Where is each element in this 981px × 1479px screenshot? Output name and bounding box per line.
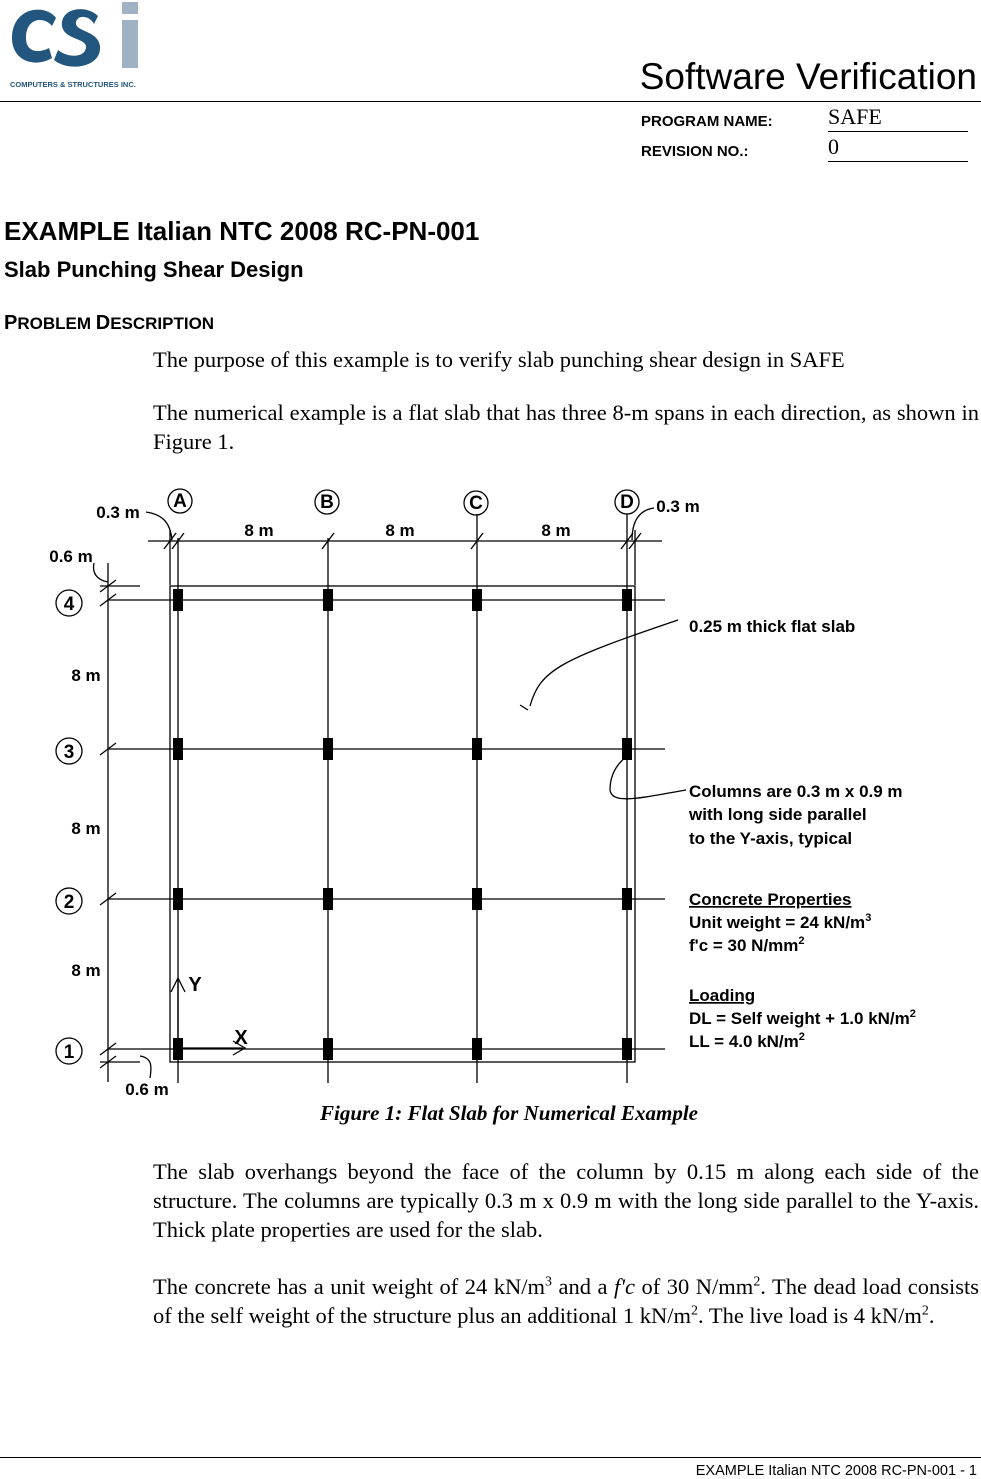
tick <box>99 742 117 756</box>
column <box>622 738 632 760</box>
unit-weight-text: Unit weight = 24 kN/m3 <box>689 912 871 932</box>
tick <box>99 1042 117 1056</box>
figure-caption: Figure 1: Flat Slab for Numerical Exampl… <box>319 1101 699 1125</box>
grid-bubble-c <box>463 490 489 516</box>
loading-heading: Loading <box>689 986 755 1005</box>
tick <box>470 532 484 550</box>
axis-label-y: Y <box>188 974 202 996</box>
column <box>323 738 333 760</box>
column <box>173 738 183 760</box>
grid-label-d: D <box>620 492 634 513</box>
fc-text: f'c = 30 N/mm2 <box>689 935 805 955</box>
footer-divider <box>0 1457 981 1458</box>
page-footer: EXAMPLE Italian NTC 2008 RC-PN-001 - 1 <box>695 1463 977 1479</box>
leader-03-right <box>631 507 655 541</box>
leader-03-left <box>145 511 173 541</box>
tick <box>163 532 177 550</box>
column <box>323 1038 333 1060</box>
column <box>173 1038 183 1060</box>
span-label-cd: 8 m <box>541 521 570 540</box>
span-label-ab: 8 m <box>244 521 273 540</box>
example-title: EXAMPLE Italian NTC 2008 RC-PN-001 <box>4 216 480 246</box>
paragraph-purpose: The purpose of this example is to verify… <box>153 347 845 372</box>
leader-slab-end <box>519 704 529 711</box>
header-title: Software Verification <box>639 56 977 97</box>
tick <box>99 579 117 593</box>
column <box>472 738 482 760</box>
column <box>173 589 183 611</box>
grid-bubble-b <box>314 489 340 515</box>
leader-slab <box>529 619 679 707</box>
live-load-text: LL = 4.0 kN/m2 <box>689 1031 805 1051</box>
column <box>622 888 632 910</box>
grid-label-a: A <box>173 491 187 512</box>
tick <box>321 532 335 550</box>
offset-label-top: 0.6 m <box>49 547 92 566</box>
dead-load-text: DL = Self weight + 1.0 kN/m2 <box>689 1008 916 1028</box>
columns-note-line3: to the Y-axis, typical <box>689 829 852 848</box>
revision-value: 0 <box>828 135 968 162</box>
grid-label-c: C <box>469 493 483 514</box>
program-name-label: PROGRAM NAME: <box>641 113 773 130</box>
offset-label-bottom: 0.6 m <box>125 1080 168 1099</box>
column <box>622 589 632 611</box>
section-heading: PROBLEM DESCRIPTION <box>4 312 215 334</box>
example-subtitle: Slab Punching Shear Design <box>4 257 304 282</box>
grid-bubble-4 <box>55 589 83 617</box>
slab-outline <box>169 585 636 1063</box>
columns-note-line1: Columns are 0.3 m x 0.9 m <box>689 782 903 801</box>
x-axis-arrowhead <box>232 1040 247 1056</box>
tick <box>99 593 117 607</box>
tick <box>171 532 185 550</box>
offset-label-right: 0.3 m <box>656 497 699 516</box>
grid-label-4: 4 <box>64 594 75 615</box>
header-divider <box>0 101 981 102</box>
grid-bubble-d <box>614 489 640 515</box>
grid-label-1: 1 <box>64 1042 75 1063</box>
span-label-21: 8 m <box>71 961 100 980</box>
grid-bubble-1 <box>55 1037 83 1065</box>
leader-06-bottom <box>139 1055 152 1079</box>
grid-bubble-a <box>167 488 193 514</box>
slab-note: 0.25 m thick flat slab <box>689 617 855 636</box>
leader-06-top <box>92 562 109 583</box>
column <box>472 888 482 910</box>
axis-label-x: X <box>234 1027 248 1049</box>
tick <box>99 1055 117 1069</box>
slab-figure: A B C D 4 3 2 1 8 m 8 m 8 m 8 m 8 m 8 m … <box>49 488 916 1099</box>
span-label-43: 8 m <box>71 666 100 685</box>
span-label-bc: 8 m <box>385 521 414 540</box>
paragraph-overhang: The slab overhangs beyond the face of th… <box>153 1159 979 1242</box>
column <box>472 589 482 611</box>
revision-label: REVISION NO.: <box>641 143 749 160</box>
column <box>323 888 333 910</box>
paragraph-concrete: The concrete has a unit weight of 24 kN/… <box>153 1274 979 1328</box>
grid-bubble-3 <box>55 737 83 765</box>
program-name-value: SAFE <box>828 105 968 132</box>
column <box>472 1038 482 1060</box>
grid-label-b: B <box>320 492 334 513</box>
grid-label-2: 2 <box>64 892 75 913</box>
grid-bubble-2 <box>55 887 83 915</box>
tick <box>99 892 117 906</box>
logo-text: COMPUTERS & STRUCTURES INC. <box>10 80 136 89</box>
concrete-heading: Concrete Properties <box>689 890 852 909</box>
leader-columns <box>609 754 687 800</box>
column <box>622 1038 632 1060</box>
tick <box>628 532 642 550</box>
span-label-32: 8 m <box>71 819 100 838</box>
y-axis-arrowhead <box>170 976 186 993</box>
paragraph-numerical-example: The numerical example is a flat slab tha… <box>153 400 979 454</box>
csi-logo-graphic: COMPUTERS & STRUCTURES INC. <box>10 2 138 89</box>
columns-note-line2: with long side parallel <box>688 805 867 824</box>
tick <box>620 532 634 550</box>
grid-label-3: 3 <box>64 742 75 763</box>
column <box>323 589 333 611</box>
offset-label-left: 0.3 m <box>96 503 139 522</box>
csi-logo: COMPUTERS & STRUCTURES INC. <box>6 2 146 92</box>
column <box>173 888 183 910</box>
